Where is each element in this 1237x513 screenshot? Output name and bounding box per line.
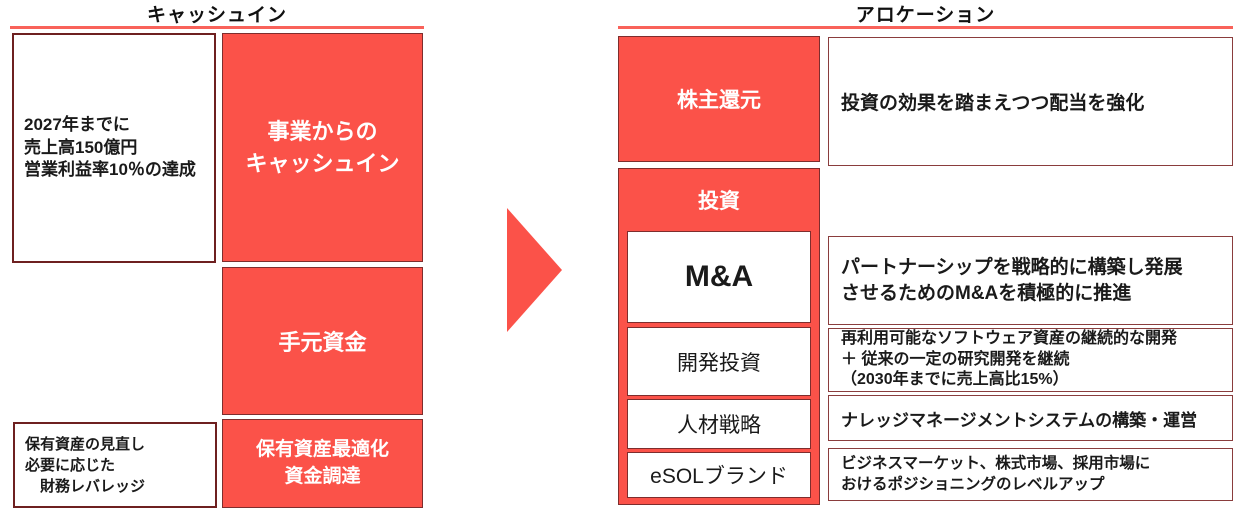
asset-optimization-box: 保有資産最適化 資金調達 [222, 419, 423, 508]
shareholder-return-description: 投資の効果を踏まえつつ配当を強化 [828, 37, 1233, 166]
cash-on-hand-box: 手元資金 [222, 267, 423, 415]
brand-description: ビジネスマーケット、株式市場、採用市場に おけるポジショニングのレベルアップ [828, 448, 1233, 501]
asset-review-note: 保有資産の見直し 必要に応じた 財務レバレッジ [13, 422, 217, 508]
allocation-title-underline [618, 26, 1233, 29]
investment-item-development: 開発投資 [627, 327, 811, 396]
allocation-title: アロケーション [855, 4, 996, 26]
cash-in-target-note: 2027年までに 売上高150億円 営業利益率10％の達成 [12, 33, 216, 263]
talent-description: ナレッジマネージメントシステムの構築・運営 [828, 395, 1233, 441]
investment-group-box: 投資 M&A 開発投資 人材戦略 eSOLブランド [618, 168, 820, 505]
investment-group-label: 投資 [698, 190, 740, 213]
development-description: 再利用可能なソフトウェア資産の継続的な開発 ＋ 従来の一定の研究開発を継続 （2… [828, 328, 1233, 392]
investment-item-ma: M&A [627, 231, 811, 323]
cash-in-title-underline [10, 26, 424, 29]
flow-right-arrow-icon [507, 208, 562, 332]
business-cash-in-box: 事業からの キャッシュイン [222, 33, 423, 262]
cash-in-title: キャッシュイン [146, 4, 287, 26]
investment-item-talent: 人材戦略 [627, 399, 811, 449]
investment-item-brand: eSOLブランド [627, 452, 811, 498]
shareholder-return-box: 株主還元 [618, 36, 820, 162]
ma-description: パートナーシップを戦略的に構築し発展 させるためのM&Aを積極的に推進 [828, 236, 1233, 325]
